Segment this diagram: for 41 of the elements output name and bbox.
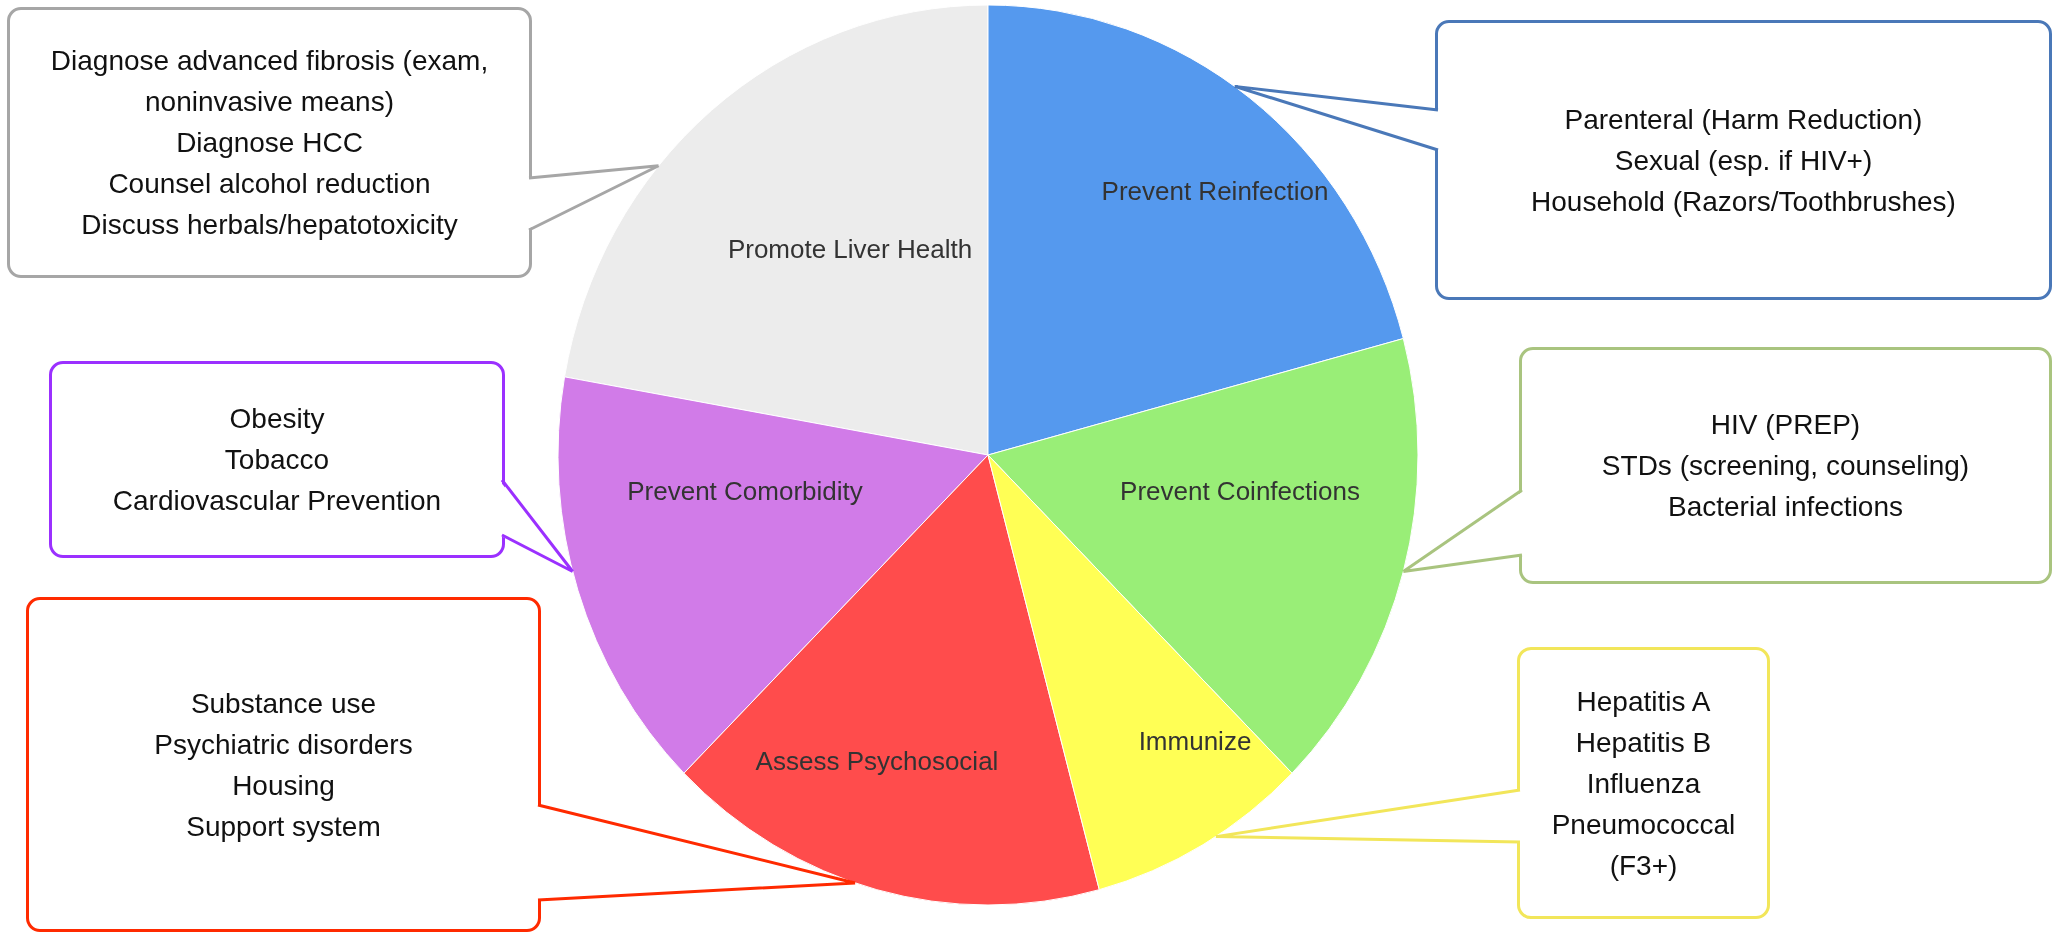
- callout-text: Tobacco: [224, 443, 330, 477]
- callout-pointer: [527, 164, 661, 232]
- callout-pointer: [1233, 84, 1440, 152]
- slice-label: Prevent Reinfection: [1101, 176, 1329, 206]
- callout-pointer: [536, 803, 857, 902]
- callout-text: Hepatitis A: [1576, 684, 1711, 719]
- callout-box: [1435, 20, 2052, 300]
- callout-text: Discuss herbals/hepatotoxicity: [81, 208, 458, 242]
- callout-text: HIV (PREP): [1710, 408, 1861, 442]
- pie-slice: [987, 4, 1404, 456]
- callout-text: Psychiatric disorders: [154, 727, 413, 762]
- slice-label: Prevent Comorbidity: [627, 476, 863, 506]
- callout-text: Housing: [232, 768, 335, 803]
- callout-text: Diagnose advanced fibrosis (exam, noninvasive means): [49, 44, 490, 119]
- slice-label: Prevent Coinfections: [1120, 476, 1360, 506]
- callout-text: Diagnose HCC: [176, 126, 363, 160]
- callout-box: [7, 7, 532, 278]
- callout-pointer: [1214, 788, 1522, 844]
- callout-box: [49, 361, 505, 558]
- callout-text: Substance use: [190, 686, 377, 721]
- callout-text: Sexual (esp. if HIV+): [1614, 143, 1873, 178]
- callout-pointer: [500, 478, 575, 573]
- callout-text: Influenza: [1586, 766, 1701, 801]
- callout-text: Counsel alcohol reduction: [108, 167, 431, 201]
- callout-text: Support system: [186, 809, 381, 844]
- slice-label: Promote Liver Health: [727, 234, 973, 264]
- callout-box: [1519, 347, 2052, 584]
- callout-box: [1517, 647, 1770, 919]
- callout-text: Obesity: [229, 402, 325, 436]
- callout-text: STDs (screening, counseling): [1601, 449, 1970, 483]
- callout-text: Household (Razors/Toothbrushes): [1531, 184, 1956, 219]
- slice-label: Immunize: [1138, 726, 1252, 756]
- slice-label: Assess Psychosocial: [755, 746, 999, 776]
- callout-text: Cardiovascular Prevention: [112, 484, 442, 518]
- callout-pointer: [1401, 488, 1524, 573]
- callout-text: Parenteral (Harm Reduction): [1564, 102, 1923, 137]
- callout-text: Hepatitis B: [1575, 725, 1712, 760]
- pie-slice: [564, 4, 989, 456]
- callout-text: Pneumococcal (F3+): [1550, 807, 1737, 883]
- callout-box: [26, 597, 541, 932]
- callout-text: Bacterial infections: [1668, 490, 1903, 524]
